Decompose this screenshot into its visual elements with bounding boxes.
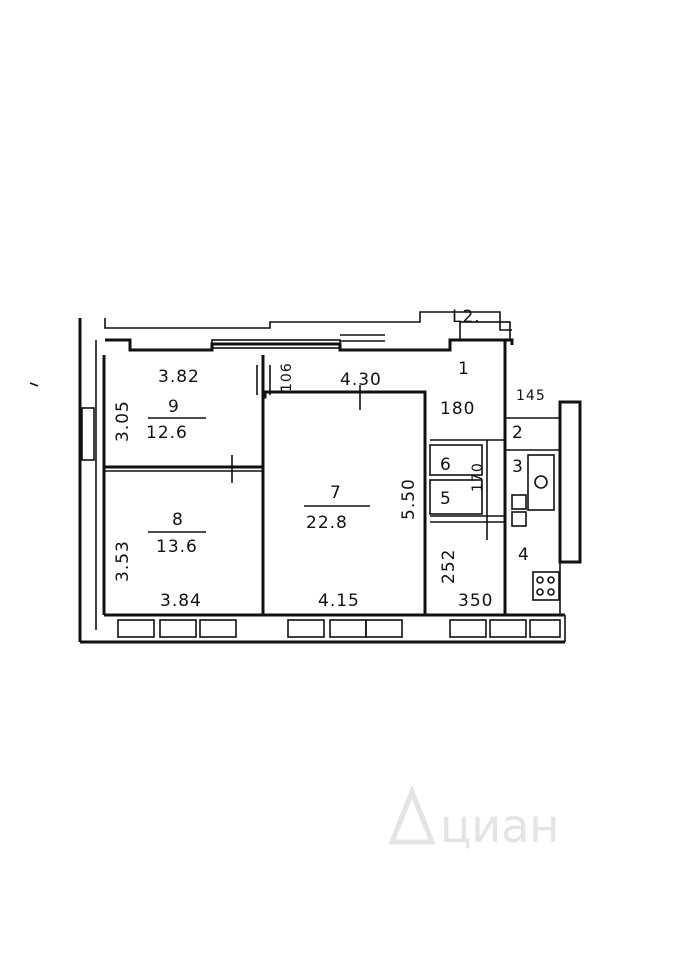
stove-icon	[532, 571, 560, 601]
room-4-width: 350	[458, 591, 493, 611]
room-6-length: 170	[470, 462, 486, 492]
watermark-logo-icon	[388, 785, 436, 845]
room-1-length: 180	[440, 399, 475, 419]
room-5-number: 5	[440, 489, 452, 509]
room-4-length: 252	[439, 549, 459, 584]
room-6-number: 6	[440, 455, 452, 475]
wall-dimension-106: 106	[279, 362, 295, 392]
room-8-area: 13.6	[156, 537, 198, 557]
room-7-width: 4.15	[318, 591, 360, 611]
room-9-number: 9	[168, 397, 180, 417]
room-8-number: 8	[172, 510, 184, 530]
window-icon	[529, 619, 561, 638]
room-9-width: 3.82	[158, 367, 200, 387]
header-label: L2.	[452, 307, 481, 327]
bottom-wall	[80, 613, 566, 644]
watermark: циан	[388, 785, 559, 853]
interior-walls	[102, 340, 582, 615]
room-9-area: 12.6	[146, 423, 188, 443]
window-icon	[287, 619, 325, 638]
window-icon	[329, 619, 367, 638]
watermark-text: циан	[440, 799, 559, 853]
room-7-length: 5.50	[399, 478, 419, 520]
outer-left-wall	[78, 318, 97, 642]
room-8-width: 3.84	[160, 591, 202, 611]
window-icon	[449, 619, 487, 638]
room-7-area: 22.8	[306, 513, 348, 533]
stray-mark	[29, 382, 39, 387]
window-icon	[365, 619, 403, 638]
room-9-length: 3.05	[113, 400, 133, 442]
window-icon	[489, 619, 527, 638]
top-wall	[104, 311, 514, 352]
window-icon	[199, 619, 237, 638]
room-7-top-width: 4.30	[340, 370, 382, 390]
room-2-number: 2	[512, 423, 524, 443]
window-icon	[117, 619, 155, 638]
room-7-number: 7	[330, 483, 342, 503]
room-4-number: 4	[518, 545, 530, 565]
room-8-length: 3.53	[113, 540, 133, 582]
room-2-width: 145	[516, 388, 546, 404]
window-icon	[159, 619, 197, 638]
room-1-number: 1	[458, 359, 470, 379]
room-3-number: 3	[512, 457, 524, 477]
